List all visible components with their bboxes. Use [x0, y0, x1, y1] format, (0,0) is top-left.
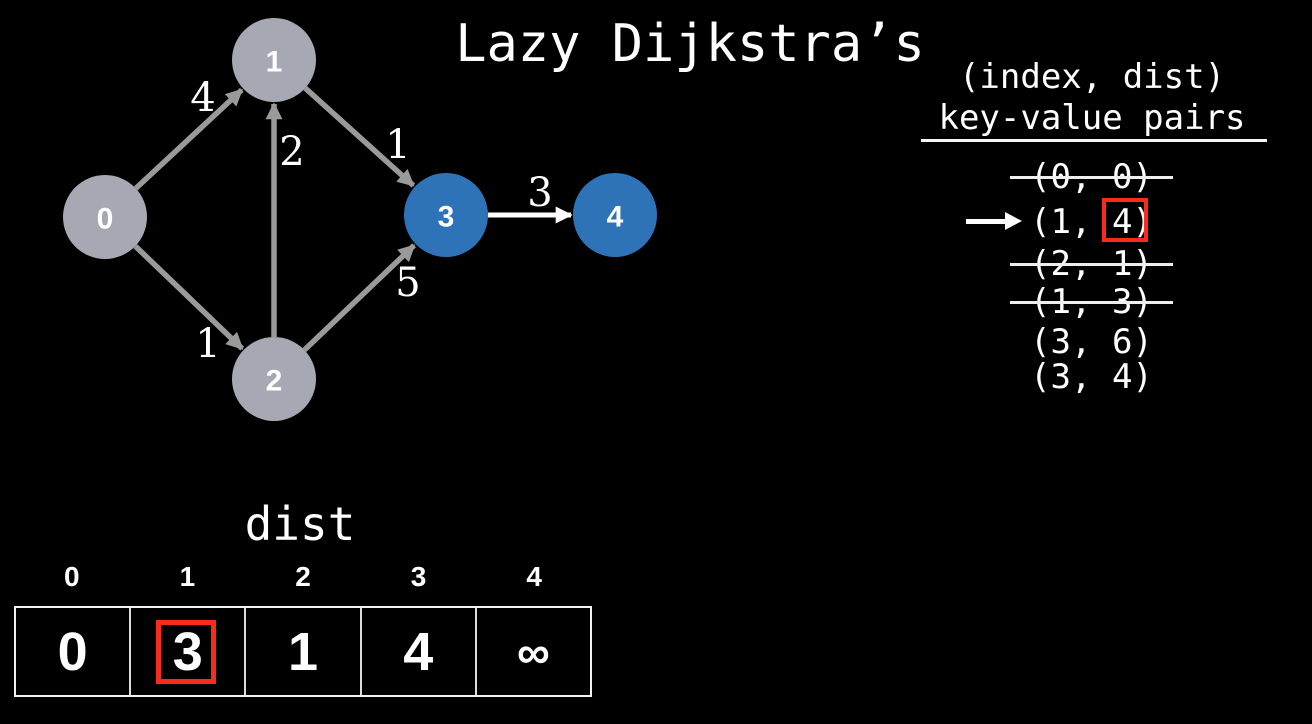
page-title: Lazy Dijkstra’s: [455, 14, 925, 74]
dist-cell-2: 1: [246, 608, 362, 695]
dist-cell-4: ∞: [517, 625, 550, 678]
dist-index-4: 4: [526, 561, 542, 592]
dist-index-3: 3: [410, 561, 427, 592]
graph-node-0: 0: [63, 175, 147, 259]
node-label-0: 0: [97, 203, 114, 236]
dist-array-title: dist: [244, 497, 356, 551]
edge-weight-2-1: 2: [279, 129, 304, 175]
dist-array-table: 0 3 1 4 ∞: [14, 606, 592, 697]
dist-cell-1: 3: [131, 608, 247, 695]
graph-node-2: 2: [232, 337, 316, 421]
node-label-2: 2: [266, 365, 283, 398]
edge-weight-3-4: 3: [527, 170, 552, 216]
edge-0-1: [133, 87, 244, 191]
dist-cell-0: 0: [16, 608, 132, 695]
dist-index-1: 1: [179, 561, 196, 592]
dist-index-2: 2: [295, 561, 311, 592]
edge-weight-2-3: 5: [395, 260, 420, 306]
current-entry-arrow-icon: [966, 212, 1022, 230]
pq-entry-0: (0, 0): [1010, 157, 1173, 197]
edge-2-3: [302, 243, 416, 352]
pq-header-index-dist: (index, dist): [958, 57, 1226, 97]
pq-header-underline: [921, 139, 1267, 142]
edge-weight-1-3: 1: [385, 122, 410, 168]
edge-weight-0-1: 4: [190, 75, 215, 121]
pq-entry-2: (2, 1): [1010, 244, 1173, 284]
node-label-3: 3: [438, 201, 455, 234]
graph-canvas: 4 2 1 1 5 3 0 1 2 3 4: [63, 18, 657, 421]
graph-node-3: 3: [404, 173, 488, 257]
pq-header-key-value-pairs: key-value pairs: [938, 98, 1246, 138]
dist-cell-3: 4: [362, 608, 477, 695]
pq-entry-4: (3, 6): [1030, 322, 1153, 362]
node-label-4: 4: [607, 201, 624, 234]
edge-1-3: [303, 86, 416, 188]
edge-weight-0-2: 1: [195, 321, 220, 367]
pq-entry-3: (1, 3): [1010, 282, 1173, 322]
dist-index-0: 0: [64, 561, 80, 592]
pq-value-highlight-box: [1102, 198, 1148, 242]
pq-entry-5: (3, 4): [1030, 357, 1153, 397]
edge-0-2: [133, 244, 245, 351]
dist-value-highlight-box: [156, 620, 216, 684]
graph-node-1: 1: [232, 18, 316, 102]
dist-array-indices: 0 1 2 3 4: [14, 561, 592, 593]
graph-node-4: 4: [573, 173, 657, 257]
node-label-1: 1: [266, 46, 283, 79]
